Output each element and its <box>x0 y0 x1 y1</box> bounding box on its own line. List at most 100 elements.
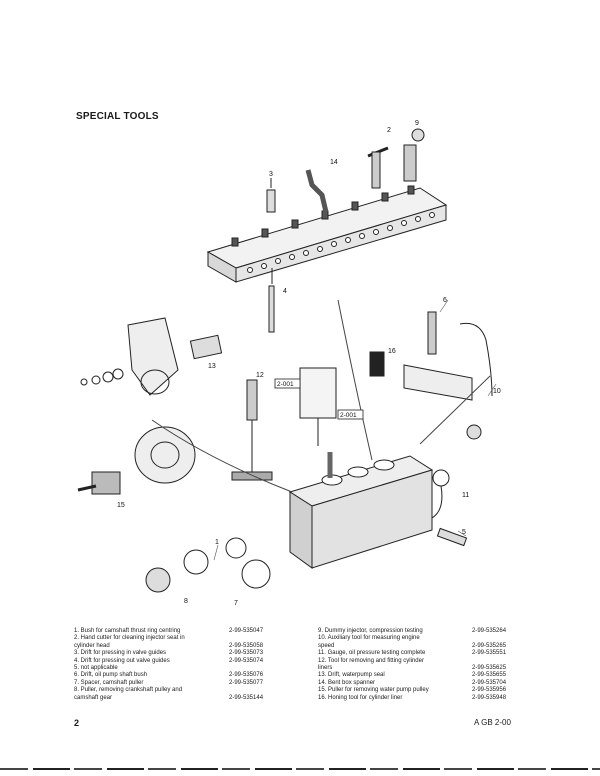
oil-pressure-gauge <box>431 469 450 519</box>
callout-5: 5 <box>462 529 466 536</box>
oil-pump-drift <box>427 311 437 355</box>
tool-description: 16. Honing tool for cylinder liner <box>318 694 403 701</box>
callout-2: 2 <box>387 127 391 134</box>
tool-list-row: 6. Drift, oil pump shaft bush 2-99-535076 <box>74 672 280 679</box>
tool-description: 7. Spacer, camshaft puller <box>74 679 144 686</box>
bottom-rule <box>0 768 600 770</box>
tool-part-number: 2-99-535551 <box>472 650 507 657</box>
tool-list-right: 9. Dummy injector, compression testing 2-… <box>318 628 546 702</box>
tool-list-row: 8. Puller, removing crankshaft pulley an… <box>74 687 280 694</box>
tool-list-row: 1. Bush for camshaft thrust ring centrin… <box>74 628 280 635</box>
valve-guide-drift-5 <box>436 527 468 547</box>
callout-6: 6 <box>443 297 447 304</box>
tool-list-row: 13. Drift, waterpump seal 2-99-535655 <box>318 672 546 679</box>
arrow-left <box>151 419 293 493</box>
callout-12: 12 <box>256 372 264 379</box>
tool-list-row: 2. Hand cutter for cleaning injector sea… <box>74 635 280 642</box>
tool-list-row: camshaft gear 2-99-535144 <box>74 695 280 702</box>
pulley-puller <box>77 471 121 495</box>
liner-tool <box>231 379 273 481</box>
tool-description: camshaft gear <box>74 694 113 701</box>
tool-part-number: 2-99-535144 <box>229 694 264 701</box>
engine-block-drawing <box>288 452 434 569</box>
callout-11: 11 <box>462 492 469 499</box>
tool-list-row: 9. Dummy injector, compression testing 2-… <box>318 628 546 635</box>
tool-description: 3. Drift for pressing in valve guides <box>74 650 167 657</box>
tool-description: 5. not applicable <box>74 664 118 671</box>
tool-list-row: 15. Puller for removing water pump pulle… <box>318 687 546 694</box>
tool-description: 6. Drift, oil pump shaft bush <box>74 672 148 679</box>
tool-part-number: 2-99-535047 <box>229 628 264 634</box>
page-number: 2 <box>74 718 80 728</box>
tool-description: 8. Puller, removing crankshaft pulley an… <box>74 687 183 694</box>
callout-3: 3 <box>269 171 273 178</box>
tool-part-number: 2-99-535077 <box>229 679 264 686</box>
callout-13: 13 <box>208 363 216 370</box>
tool-list-row: liners 2-99-535625 <box>318 665 546 672</box>
arrow-right <box>419 375 491 445</box>
tool-part-number: 2-99-535058 <box>229 642 264 649</box>
tool-list-left: 1. Bush for camshaft thrust ring centrin… <box>74 628 280 702</box>
honing-stone <box>369 351 385 377</box>
tool-description: 11. Gauge, oil pressure testing complete <box>318 650 426 657</box>
honing-tool <box>299 367 337 446</box>
dummy-injector <box>403 128 425 182</box>
callout-box-2-001-a: 2-001 <box>277 381 294 388</box>
callout-16: 16 <box>388 348 396 355</box>
tool-list-row: 11. Gauge, oil pressure testing complete… <box>318 650 546 657</box>
tool-list-row: cylinder head 2-99-535058 <box>74 643 280 650</box>
tool-description: 1. Bush for camshaft thrust ring centrin… <box>74 628 181 634</box>
oil-pump-block <box>403 364 473 401</box>
tool-part-number: 2-99-535264 <box>472 628 507 634</box>
water-pump-housing <box>127 317 179 396</box>
callout-1: 1 <box>215 539 219 546</box>
tool-list-row: 5. not applicable <box>74 665 280 672</box>
tool-part-number: 2-99-535625 <box>472 664 507 671</box>
callout-9: 9 <box>415 120 419 127</box>
tool-part-number: 2-99-535073 <box>229 650 264 657</box>
tool-part-number: 2-99-535956 <box>472 687 507 694</box>
callout-15: 15 <box>117 502 125 509</box>
document-reference: A GB 2-00 <box>474 718 511 727</box>
tool-list-row: 12. Tool for removing and fitting cylind… <box>318 658 546 665</box>
tool-part-number: 2-99-535265 <box>472 642 507 649</box>
callout-10: 10 <box>493 388 501 395</box>
tool-part-number: 2-99-535076 <box>229 672 264 679</box>
tool-description: 12. Tool for removing and fitting cylind… <box>318 657 424 664</box>
tool-description: cylinder head <box>74 642 110 649</box>
tool-part-number: 2-99-535074 <box>229 657 264 664</box>
tool-list-row: 14. Bent box spanner 2-99-535704 <box>318 680 546 687</box>
page-title: SPECIAL TOOLS <box>76 111 159 122</box>
tool-description: liners <box>318 664 333 671</box>
callout-14: 14 <box>330 159 338 166</box>
tool-list-row: 3. Drift for pressing in valve guides 2-9… <box>74 650 280 657</box>
callout-7: 7 <box>234 600 238 607</box>
hand-cutter <box>367 146 389 189</box>
arrow-center <box>337 299 373 461</box>
tool-list-row: 16. Honing tool for cylinder liner 2-99-5… <box>318 695 546 702</box>
valve-guide-drift-in <box>266 178 276 213</box>
tool-part-number: 2-99-535948 <box>472 694 507 701</box>
waterpump-seal-drift <box>189 334 223 360</box>
cylinder-head-drawing <box>206 185 448 283</box>
tool-list-row: 7. Spacer, camshaft puller 2-99-535077 <box>74 680 280 687</box>
callout-box-2-001-b: 2-001 <box>340 412 357 419</box>
tool-description: 2. Hand cutter for cleaning injector sea… <box>74 635 185 642</box>
tool-description: 9. Dummy injector, compression testing <box>318 628 423 634</box>
bent-box-spanner <box>305 169 329 213</box>
valve-guide-drift-out <box>268 268 275 333</box>
callout-8: 8 <box>184 598 188 605</box>
tool-description: 10. Auxiliary tool for measuring engine <box>318 635 420 642</box>
callout-4: 4 <box>283 288 287 295</box>
tool-description: 14. Bent box spanner <box>318 679 376 686</box>
crank-puller <box>145 537 271 593</box>
tool-description: 13. Drift, waterpump seal <box>318 672 385 679</box>
tool-part-number: 2-99-535704 <box>472 679 507 686</box>
water-pump-pulley <box>134 426 196 484</box>
tool-description: 15. Puller for removing water pump pulle… <box>318 687 429 694</box>
tool-part-number: 2-99-535655 <box>472 672 507 679</box>
tool-description: speed <box>318 642 335 649</box>
tool-list-row: 10. Auxiliary tool for measuring engine <box>318 635 546 642</box>
